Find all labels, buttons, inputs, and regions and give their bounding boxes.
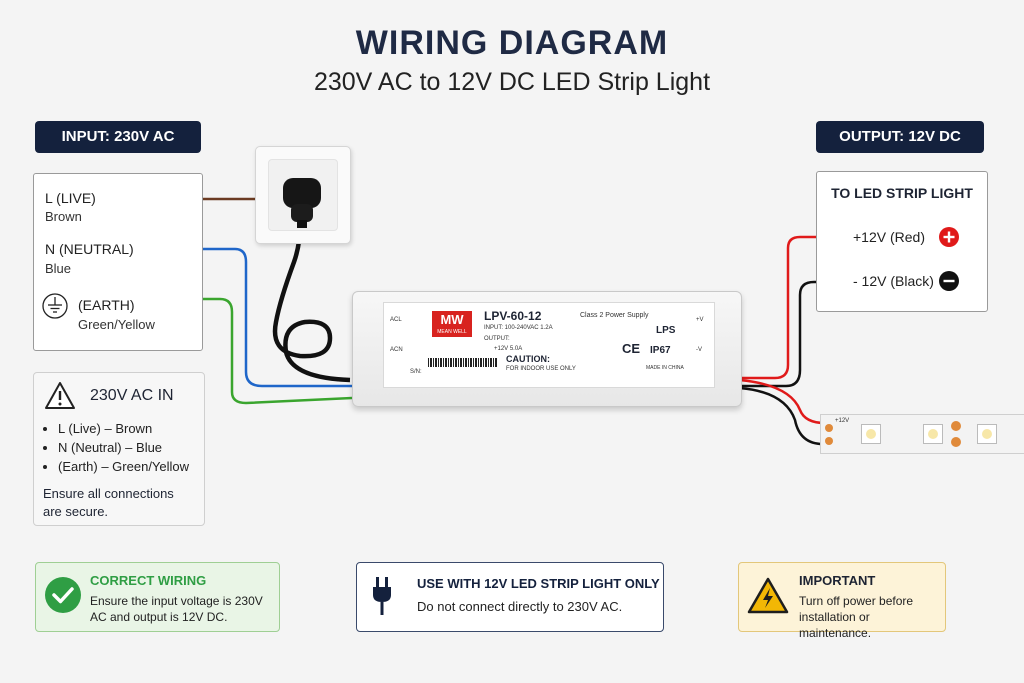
psu-caution: CAUTION: [506,354,550,364]
psu-input: INPUT: 100-240VAC 1.2A [484,325,553,331]
input-pill: INPUT: 230V AC [35,121,201,153]
psu-lps: LPS [656,325,676,336]
ac-info-note: Ensure all connections are secure. [43,486,174,519]
list-item: (Earth) – Green/Yellow [58,457,189,476]
warning-triangle-icon [45,382,75,409]
ac-info-list: L (Live) – Brown N (Neutral) – Blue (Ear… [42,419,189,476]
psu-class: Class 2 Power Supply [580,312,649,319]
dc-red-wire [740,235,842,380]
minus-circle-icon [939,271,959,291]
plug-cable [272,225,351,383]
psu-caution-sub: FOR INDOOR USE ONLY [506,366,576,372]
power-supply-unit: MW MEAN WELL LPV-60-12 Class 2 Power Sup… [352,291,742,407]
positive-label: +12V (Red) [853,229,925,245]
correct-wiring-title: CORRECT WIRING [90,573,207,588]
dc-black-wire [740,280,842,388]
plug-icon [373,577,391,615]
input-terminal-box: L (LIVE) Brown N (NEUTRAL) Blue (EARTH) … [33,173,203,351]
correct-wiring-text: Ensure the input voltage is 230V AC and … [90,594,263,624]
led-chip [861,424,881,444]
brand-logo: MW MEAN WELL [432,311,472,337]
use-12v-note: USE WITH 12V LED STRIP LIGHT ONLY Do not… [356,562,664,632]
earth-wire [172,297,353,405]
important-title: IMPORTANT [799,573,876,588]
list-item: N (Neutral) – Blue [58,438,189,457]
strip-red-wire [739,378,826,425]
use-12v-text: Do not connect directly to 230V AC. [417,599,623,614]
strip-pad [825,424,833,432]
neutral-color: Blue [45,261,72,276]
page-subtitle: 230V AC to 12V DC LED Strip Light [313,68,711,96]
psu-acl: ACL [390,317,402,323]
neutral-wire [172,247,352,388]
psu-ce-mark: CE [622,341,641,356]
strip-cut-pads [949,415,963,453]
live-label: L (LIVE) [45,190,96,206]
correct-wiring-note: CORRECT WIRING Ensure the input voltage … [35,562,280,632]
led-strip: +12V [820,414,1024,454]
psu-sn: S/N: [410,369,422,375]
psu-label-panel: MW MEAN WELL LPV-60-12 Class 2 Power Sup… [383,302,715,388]
important-note: IMPORTANT Turn off power before installa… [738,562,946,640]
psu-acn: ACN [390,347,403,353]
list-item: L (Live) – Brown [58,419,189,438]
psu-output-value: +12V 5.0A [494,346,523,352]
electric-warning-icon [747,577,789,614]
psu-output-label: OUTPUT: [484,336,510,342]
strip-black-wire [739,386,826,446]
output-pill: OUTPUT: 12V DC [816,121,984,153]
plug-head [283,178,321,228]
plus-circle-icon [939,227,959,247]
brand-logo-mark: MW [440,312,464,327]
page-title: WIRING DIAGRAM [355,24,669,62]
led-chip [977,424,997,444]
negative-label: - 12V (Black) [853,273,934,289]
brand-logo-text: MEAN WELL [437,329,467,335]
psu-vplus: +V [696,317,704,323]
earth-label: (EARTH) [78,297,135,313]
output-box-title: TO LED STRIP LIGHT [831,185,973,201]
live-color: Brown [45,209,82,224]
strip-plus-label: +12V [835,418,850,424]
psu-made-in: MADE IN CHINA [646,365,684,371]
led-chip [923,424,943,444]
earth-ground-icon [42,293,68,319]
ac-info-title: 230V AC IN [90,387,174,404]
strip-pad [825,437,833,445]
earth-color: Green/Yellow [78,317,155,332]
output-box: TO LED STRIP LIGHT +12V (Red) - 12V (Bla… [816,171,988,312]
check-circle-icon [45,577,81,613]
psu-vminus: -V [696,347,702,353]
ac-info-box: 230V AC IN L (Live) – Brown N (Neutral) … [33,372,205,526]
psu-ip-rating: IP67 [650,345,671,356]
important-text: Turn off power before installation or ma… [799,594,914,640]
neutral-label: N (NEUTRAL) [45,241,134,257]
psu-model: LPV-60-12 [484,309,542,323]
psu-barcode [428,358,498,367]
use-12v-title: USE WITH 12V LED STRIP LIGHT ONLY [417,576,660,591]
